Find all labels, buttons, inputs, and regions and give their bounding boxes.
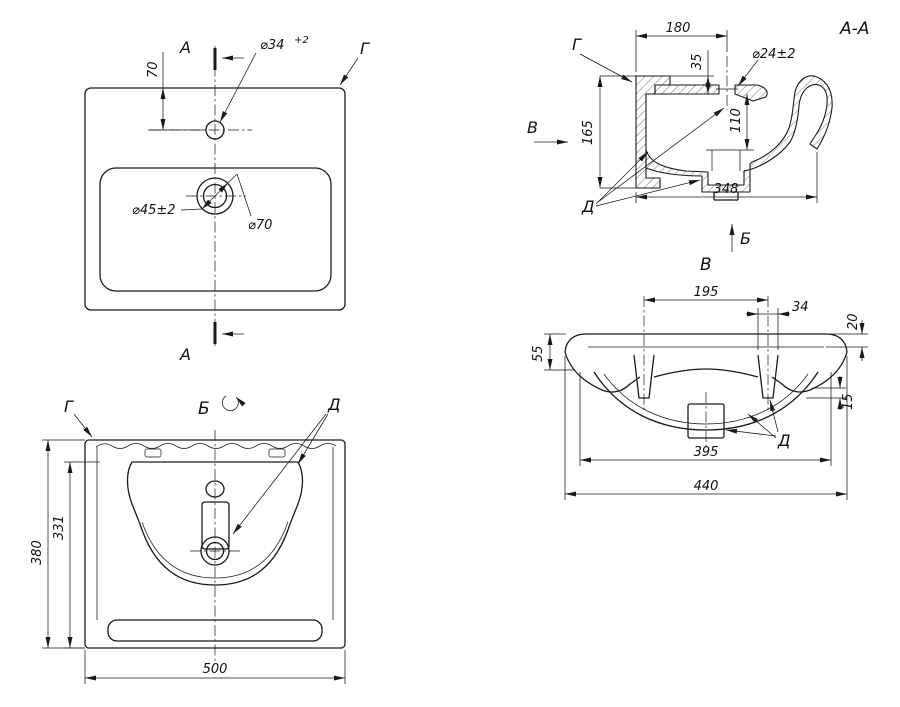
- dim-348: 348: [714, 182, 739, 197]
- dim-440: 440: [694, 479, 719, 494]
- dim-15: 15: [841, 393, 856, 410]
- basin-bottom-outline: [126, 461, 304, 586]
- view-v: В 195 34 20: [531, 255, 868, 500]
- bowl-underside: [593, 371, 819, 431]
- view-b-corner-label: Г: [64, 397, 74, 416]
- dim-55: 55: [531, 345, 546, 362]
- view-b-title-text: Б: [198, 399, 210, 419]
- dim-70: 70: [146, 61, 161, 78]
- section-aa-dimensions: 180 35 ⌀24±2 110 165 348 Г: [527, 21, 818, 252]
- view-b-detail-label: Д: [327, 395, 341, 414]
- dim-d34-tol: +2: [294, 35, 309, 46]
- dim-331: 331: [52, 515, 67, 540]
- plan-section-marks: А А: [179, 38, 244, 364]
- dim-d45: ⌀45±2: [132, 203, 176, 218]
- section-aa-view: А-А 180 35 ⌀24±2 110: [527, 19, 869, 252]
- view-arrow-b: Б: [740, 229, 751, 248]
- dim-34: 34: [792, 300, 809, 315]
- view-b: Б Г Д: [30, 395, 346, 684]
- view-v-title: В: [700, 255, 712, 275]
- dim-395: 395: [694, 445, 719, 460]
- dim-165: 165: [581, 120, 596, 145]
- deck-section-left: [654, 84, 720, 95]
- plan-view: А А 70 ⌀34 +2 Г ⌀45±2 ⌀70: [84, 35, 370, 364]
- section-letter-top: А: [179, 38, 191, 57]
- view-v-body: [564, 296, 848, 448]
- dim-d24: ⌀24±2: [752, 47, 796, 62]
- drain-boss: [201, 501, 230, 550]
- view-b-title: Б: [198, 395, 246, 419]
- plan-corner-label: Г: [360, 39, 370, 58]
- section-detail-label: Д: [581, 197, 595, 216]
- section-letter-bottom: А: [179, 345, 191, 364]
- view-v-detail-label: Д: [777, 431, 791, 450]
- dim-180: 180: [666, 21, 691, 36]
- dim-500: 500: [203, 662, 228, 677]
- dim-195: 195: [694, 285, 719, 300]
- dim-35: 35: [690, 53, 705, 70]
- dim-20: 20: [846, 313, 861, 330]
- section-corner-label: Г: [572, 35, 582, 54]
- dim-d70: ⌀70: [248, 218, 272, 233]
- dim-d34: ⌀34: [260, 38, 284, 53]
- plan-dimensions: 70 ⌀34 +2 Г ⌀45±2 ⌀70: [132, 35, 370, 233]
- view-b-body: [84, 430, 346, 662]
- view-arrow-v: В: [527, 118, 538, 137]
- view-v-dimensions: 195 34 20 55 15 Д: [531, 285, 868, 500]
- plan-centerlines: [150, 46, 252, 346]
- view-b-dimensions: Г Д 380 331 500: [30, 395, 346, 684]
- rotated-view-icon: [222, 395, 246, 412]
- bowl-wall-section: [645, 75, 833, 193]
- section-aa-title: А-А: [839, 19, 869, 39]
- deck-section-right: [734, 84, 768, 102]
- dim-110: 110: [729, 108, 744, 133]
- dim-380: 380: [30, 540, 45, 565]
